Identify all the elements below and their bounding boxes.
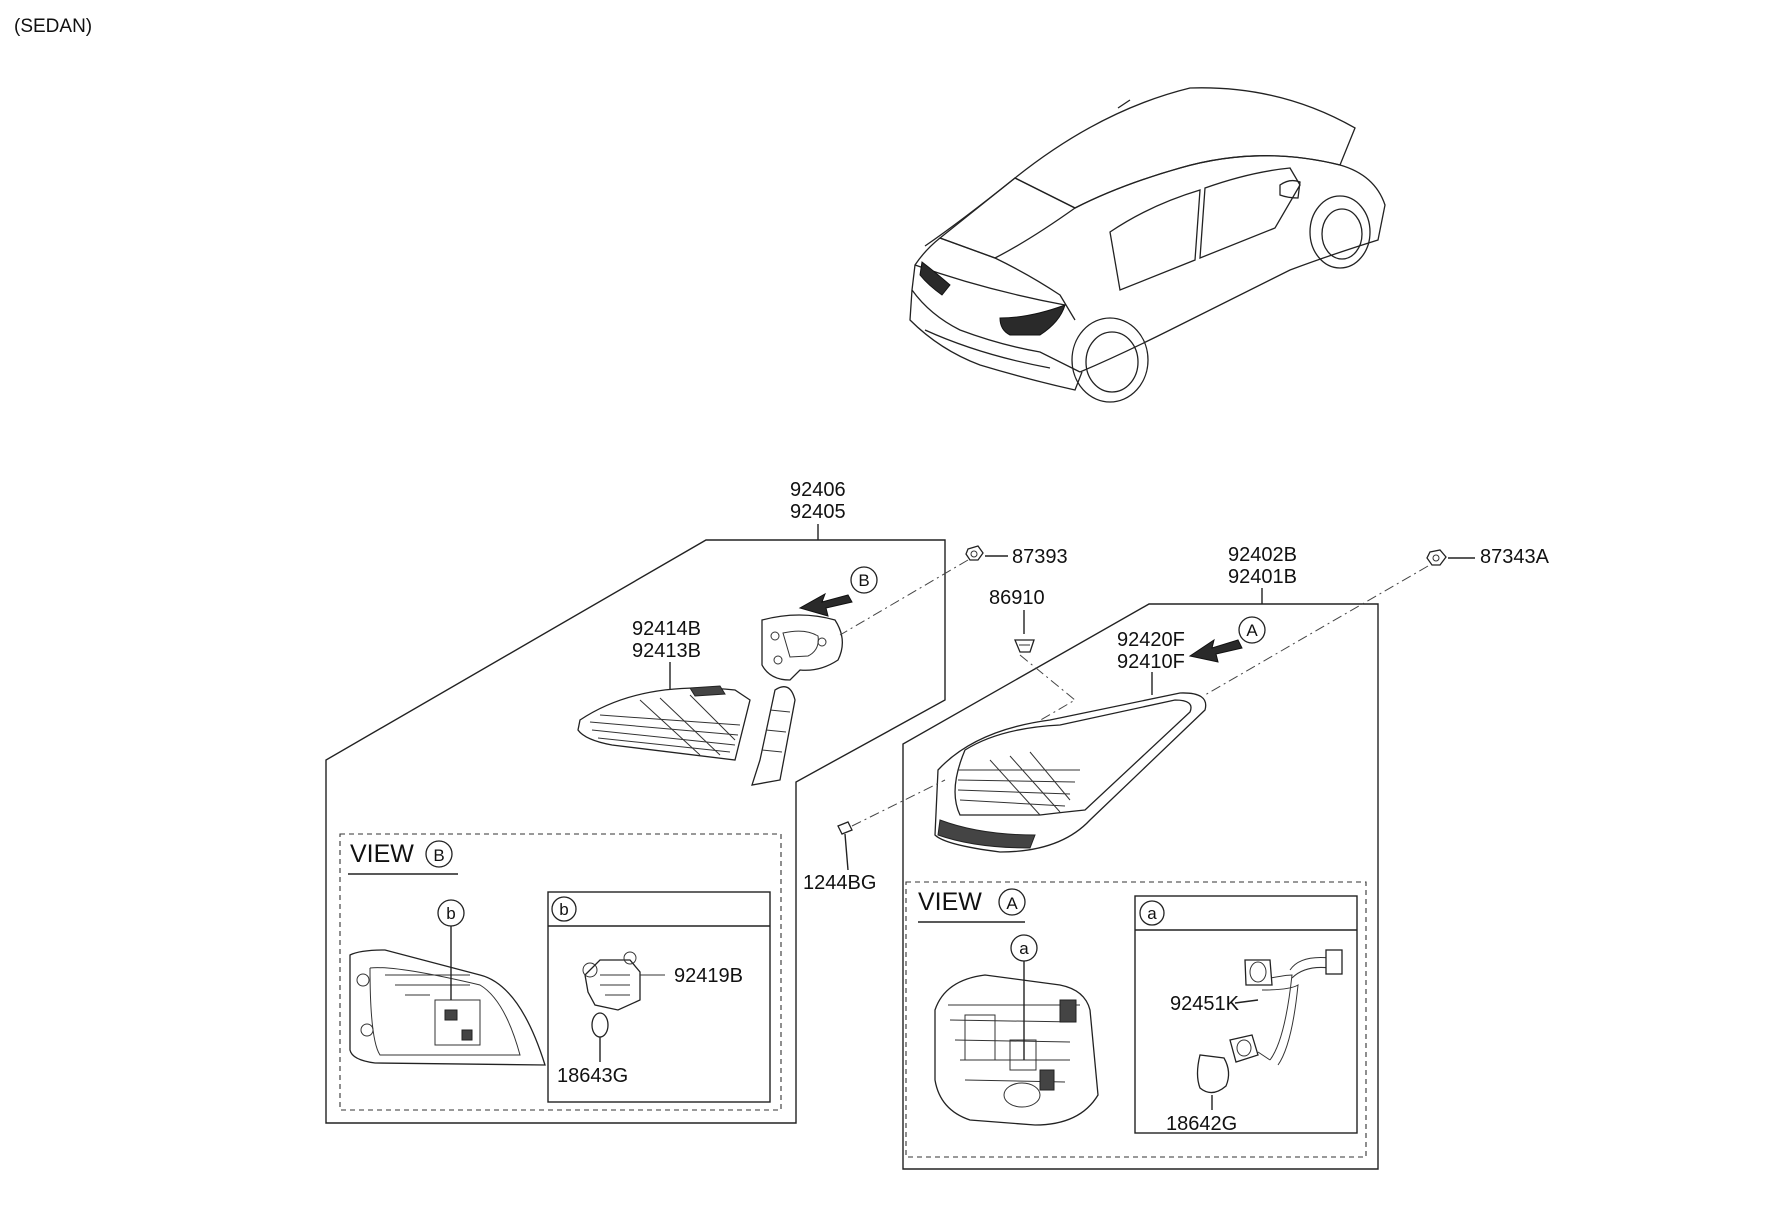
- detail-a-box: [1134, 895, 1358, 1134]
- socket-92419B: [582, 951, 665, 1038]
- screw-1244BG: [837, 821, 853, 871]
- part-label-18642G: 18642G: [1166, 1113, 1237, 1135]
- view-b-callout-letter: b: [446, 904, 455, 923]
- view-b-lamp-back: [349, 949, 546, 1066]
- inner-lamp-gasket: [761, 614, 843, 681]
- car-illustration: [909, 87, 1386, 403]
- part-label-92406: 92406: [790, 479, 846, 501]
- part-label-92414B: 92414B: [632, 618, 701, 640]
- view-b-title: VIEW: [350, 840, 414, 868]
- outer-lamp-group: 92402B 92401B 86910 92420F 92410F A 8734…: [803, 544, 1550, 1170]
- part-label-92405: 92405: [790, 501, 846, 523]
- view-a-arrow-letter: A: [1246, 621, 1258, 640]
- view-a-arrow: A: [1188, 616, 1266, 663]
- inner-lamp-lens: [577, 685, 796, 786]
- view-a-lamp-back: [934, 974, 1099, 1126]
- part-label-92419B: 92419B: [674, 965, 743, 987]
- view-a-title: VIEW: [918, 888, 982, 916]
- part-label-87343A: 87343A: [1480, 546, 1550, 568]
- view-b-arrow-letter: B: [858, 571, 869, 590]
- part-label-92410F: 92410F: [1117, 651, 1185, 673]
- detail-b-letter: b: [559, 900, 568, 919]
- view-b-arrow: B: [798, 566, 878, 617]
- view-a-letter: A: [1006, 894, 1018, 913]
- part-label-92420F: 92420F: [1117, 629, 1185, 651]
- view-a-box: [905, 881, 1367, 1158]
- detail-a-letter: a: [1147, 904, 1157, 923]
- view-b-letter: B: [433, 846, 444, 865]
- grommet-86910: [1014, 639, 1035, 653]
- detail-b-box: [547, 891, 771, 1103]
- part-label-92413B: 92413B: [632, 640, 701, 662]
- view-a-callout-letter: a: [1019, 939, 1029, 958]
- socket-92451K: [1196, 949, 1343, 1094]
- inner-assembly-frame: [325, 539, 946, 1124]
- outer-assembly-frame: [902, 603, 1379, 1170]
- view-b-box: [339, 833, 782, 1111]
- part-label-86910: 86910: [989, 587, 1045, 609]
- part-label-18643G: 18643G: [557, 1065, 628, 1087]
- part-label-87393: 87393: [1012, 546, 1068, 568]
- outer-lamp-lens: [934, 692, 1207, 853]
- part-label-92402B: 92402B: [1228, 544, 1297, 566]
- inner-lamp-group: 92406 92405 92414B 92413B: [325, 479, 1068, 1124]
- nut-87393: 87393: [965, 545, 1068, 568]
- variant-label: (SEDAN): [14, 16, 92, 37]
- nut-87343A: 87343A: [1426, 546, 1550, 568]
- part-label-1244BG: 1244BG: [803, 872, 876, 894]
- part-label-92401B: 92401B: [1228, 566, 1297, 588]
- part-label-92451K: 92451K: [1170, 993, 1240, 1015]
